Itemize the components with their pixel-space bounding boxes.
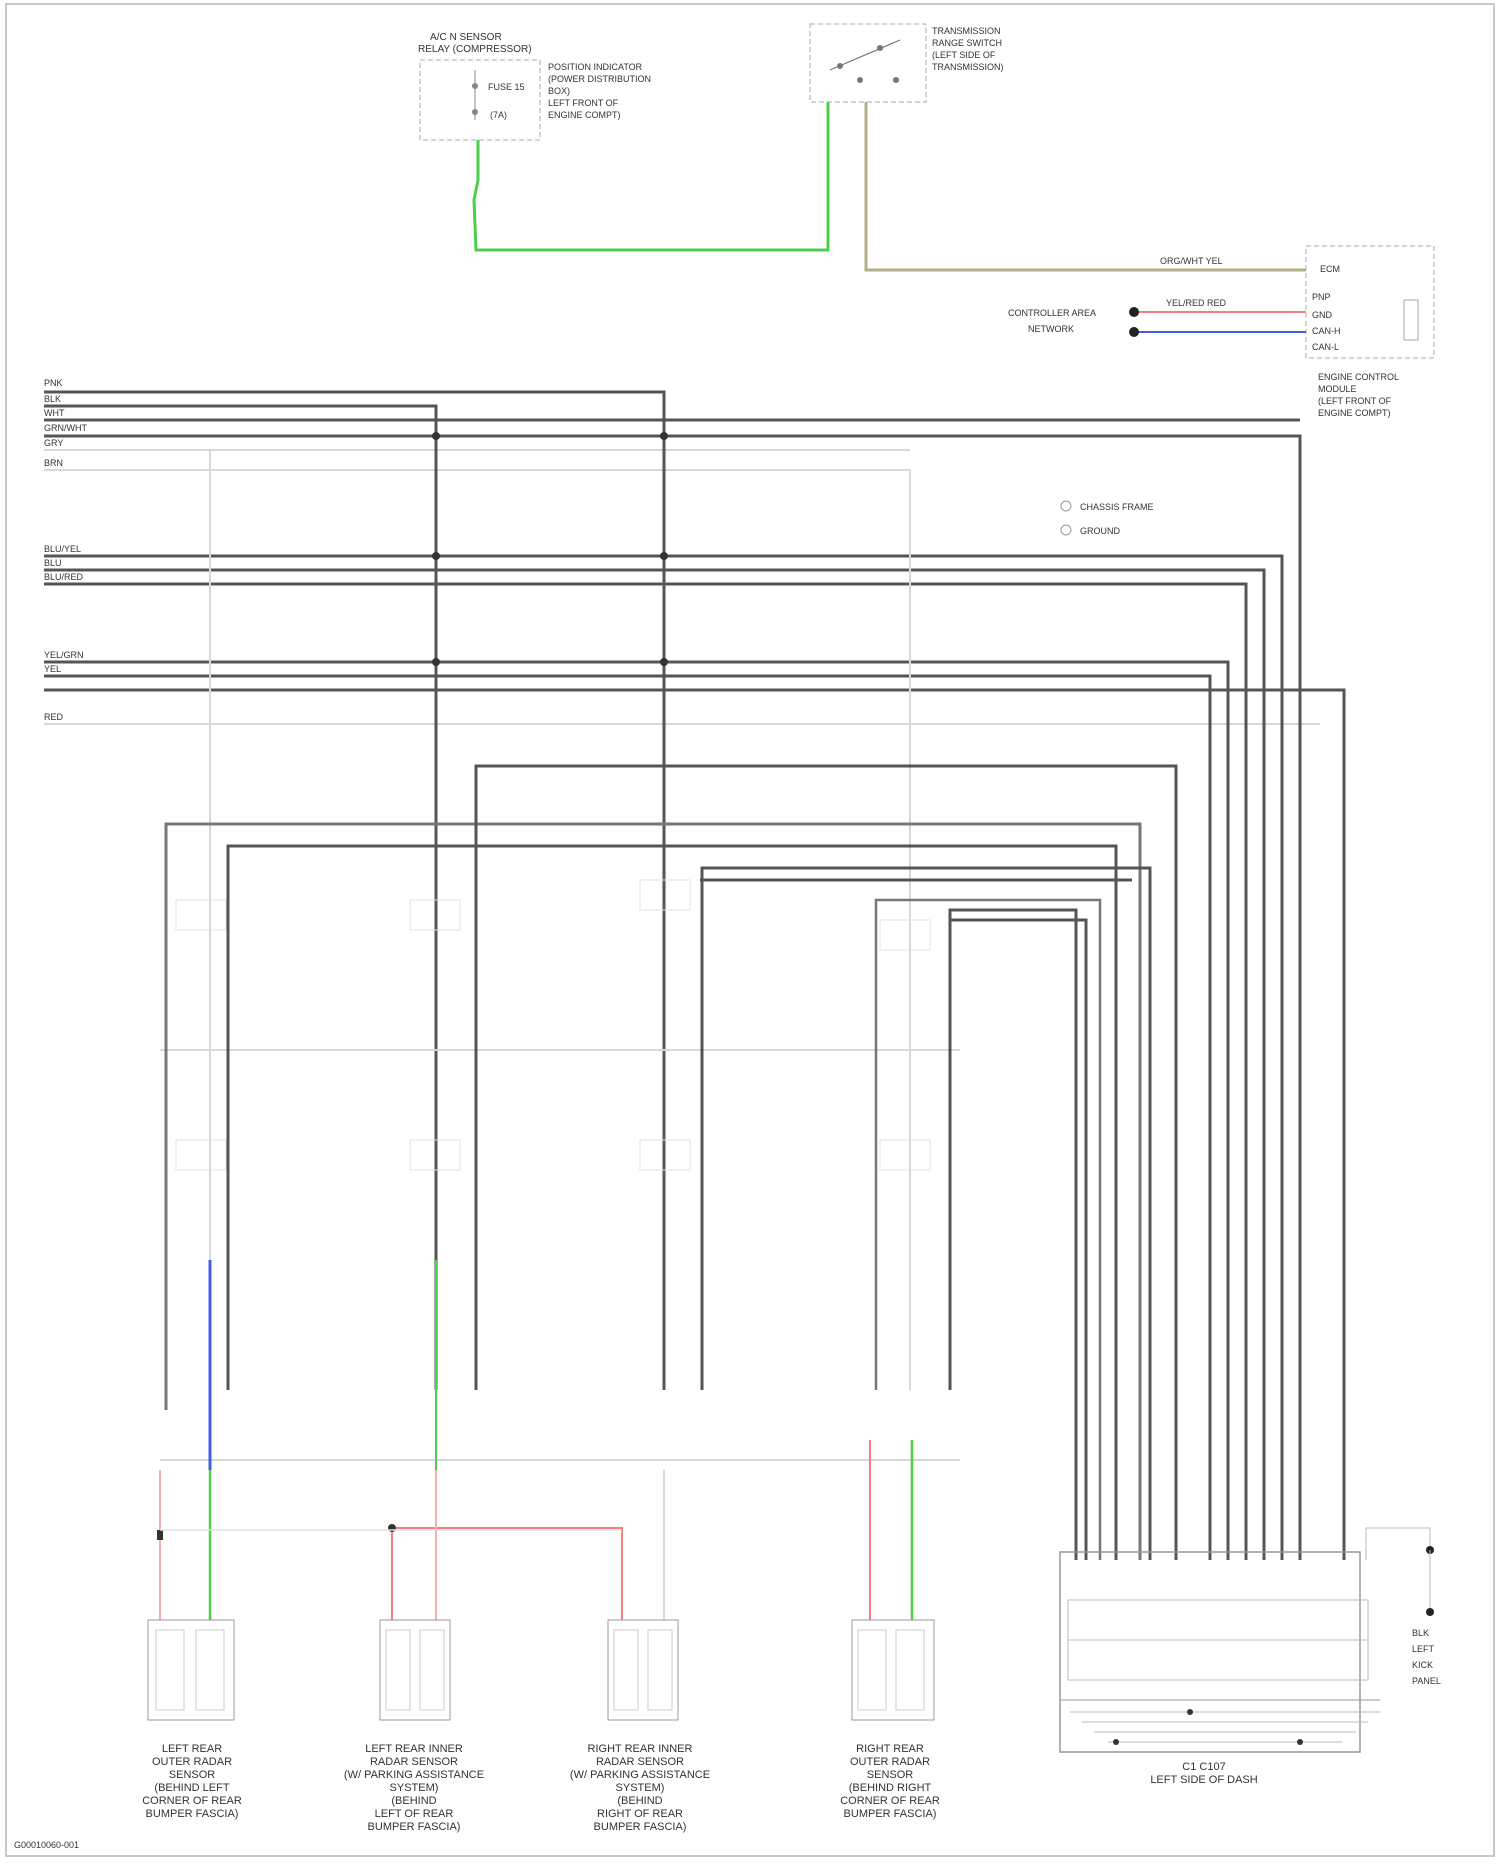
relay-note-2: (POWER DISTRIBUTION [548,74,651,84]
sensor-1-line-3: SENSOR [169,1769,216,1781]
wire-top-label: ORG/WHT YEL [1160,256,1223,266]
sensor-3-line-2: RADAR SENSOR [596,1756,684,1768]
ecm-pin-4: CAN-H [1312,326,1341,336]
bus-label-6: BRN [44,458,63,468]
sensor-box-1 [148,1620,234,1720]
sensor-1-line-1: LEFT REAR [162,1743,222,1755]
sensor-3-line-6: RIGHT OF REAR [597,1808,683,1820]
legend: CHASSIS FRAME GROUND [1061,501,1154,536]
trans-switch-4: TRANSMISSION) [932,62,1004,72]
wire-green-top [474,102,828,250]
can-label-2: NETWORK [1028,324,1074,334]
sensor-1-line-4: (BEHIND LEFT [154,1782,229,1794]
legend-chassis: CHASSIS FRAME [1080,502,1154,512]
relay-note-1: POSITION INDICATOR [548,62,643,72]
column-1 [176,900,228,1470]
bus-label-9: BLU/RED [44,572,84,582]
sensor-3-line-7: BUMPER FASCIA) [594,1821,687,1833]
bus-label-10: YEL/GRN [44,650,84,660]
footer-code: G00010060-001 [14,1840,79,1850]
wire-red-label: YEL/RED RED [1166,298,1227,308]
bus-label-8: BLU [44,558,62,568]
sensor-2-line-6: LEFT OF REAR [375,1808,454,1820]
ecm-pin-2: PNP [1312,292,1331,302]
relay-note-3: BOX) [548,86,570,96]
legend-ground: GROUND [1080,526,1120,536]
trans-switch-2: RANGE SWITCH [932,38,1002,48]
ac-relay-title-2: RELAY (COMPRESSOR) [418,44,532,55]
sensor-3-line-4: SYSTEM) [616,1782,665,1794]
bus-label-11: YEL [44,664,61,674]
ground-tag: BLK LEFT KICK PANEL [1366,1528,1441,1686]
connector-location: LEFT SIDE OF DASH [1150,1774,1257,1786]
ecm-title-4: ENGINE COMPT) [1318,408,1391,418]
connector-id: C1 C107 [1182,1761,1225,1773]
lower-wires [160,1440,912,1620]
sensor-1-line-5: CORNER OF REAR [142,1795,242,1807]
sensor-4-line-2: OUTER RADAR [850,1756,930,1768]
sensor-caption-3: RIGHT REAR INNER RADAR SENSOR (W/ PARKIN… [570,1743,710,1833]
main-connector: C1 C107 LEFT SIDE OF DASH [1060,1552,1380,1786]
trans-switch-3: (LEFT SIDE OF [932,50,996,60]
sensor-box-3 [608,1620,678,1720]
ground-tag-1: BLK [1412,1628,1429,1638]
sensor-2-line-5: (BEHIND [391,1795,436,1807]
can-label-1: CONTROLLER AREA [1008,308,1096,318]
sensor-box-2 [380,1620,450,1720]
sensor-4-line-1: RIGHT REAR [856,1743,924,1755]
ac-relay-title-1: A/C N SENSOR [430,32,502,43]
sensor-4-line-4: (BEHIND RIGHT [849,1782,932,1794]
bus-label-12: RED [44,712,64,722]
relay-pin-fuse: FUSE 15 [488,82,525,92]
sensor-caption-4: RIGHT REAR OUTER RADAR SENSOR (BEHIND RI… [840,1743,940,1820]
trans-switch-1: TRANSMISSION [932,26,1001,36]
bus-label-7: BLU/YEL [44,544,81,554]
sensor-caption-2: LEFT REAR INNER RADAR SENSOR (W/ PARKING… [344,1743,484,1833]
sensor-2-line-4: SYSTEM) [390,1782,439,1794]
wire-olive-top [866,102,1306,270]
sensor-2-line-2: RADAR SENSOR [370,1756,458,1768]
sensor-3-line-1: RIGHT REAR INNER [588,1743,693,1755]
bus-label-2: BLK [44,394,61,404]
ground-tag-4: PANEL [1412,1676,1441,1686]
ground-tag-2: LEFT [1412,1644,1435,1654]
sensor-3-line-5: (BEHIND [617,1795,662,1807]
bus-label-5: GRY [44,438,63,448]
bus-label-4: GRN/WHT [44,423,87,433]
sensor-1-line-2: OUTER RADAR [152,1756,232,1768]
ecm-title-2: MODULE [1318,384,1357,394]
transmission-switch-box: TRANSMISSION RANGE SWITCH (LEFT SIDE OF … [810,24,1004,102]
relay-note-5: ENGINE COMPT) [548,110,621,120]
ecm-pin-1: ECM [1320,264,1340,274]
ecm-pin-3: GND [1312,310,1333,320]
sensor-4-line-3: SENSOR [867,1769,914,1781]
ecm-box: ECM PNP GND CAN-H CAN-L ENGINE CONTROL M… [1306,246,1434,418]
bus-label-1: PNK [44,378,63,388]
ground-tag-3: KICK [1412,1660,1433,1670]
sensor-caption-1: LEFT REAR OUTER RADAR SENSOR (BEHIND LEF… [142,1743,242,1820]
ac-relay-box: A/C N SENSOR RELAY (COMPRESSOR) FUSE 15 … [418,32,651,140]
sensor-4-line-5: CORNER OF REAR [840,1795,940,1807]
ecm-title-3: (LEFT FRONT OF [1318,396,1392,406]
relay-note-4: LEFT FRONT OF [548,98,619,108]
ecm-title-1: ENGINE CONTROL [1318,372,1399,382]
ecm-pin-5: CAN-L [1312,342,1339,352]
column-4 [880,920,930,1170]
sensor-3-line-3: (W/ PARKING ASSISTANCE [570,1769,710,1781]
sensor-feeds [166,766,1176,1560]
sensor-4-line-6: BUMPER FASCIA) [844,1808,937,1820]
sensor-2-line-7: BUMPER FASCIA) [368,1821,461,1833]
bus-label-3: WHT [44,408,65,418]
relay-pin-amp: (7A) [490,110,507,120]
sensor-2-line-1: LEFT REAR INNER [365,1743,463,1755]
sensor-2-line-3: (W/ PARKING ASSISTANCE [344,1769,484,1781]
sensor-1-line-6: BUMPER FASCIA) [146,1808,239,1820]
sensor-box-4 [852,1620,934,1720]
